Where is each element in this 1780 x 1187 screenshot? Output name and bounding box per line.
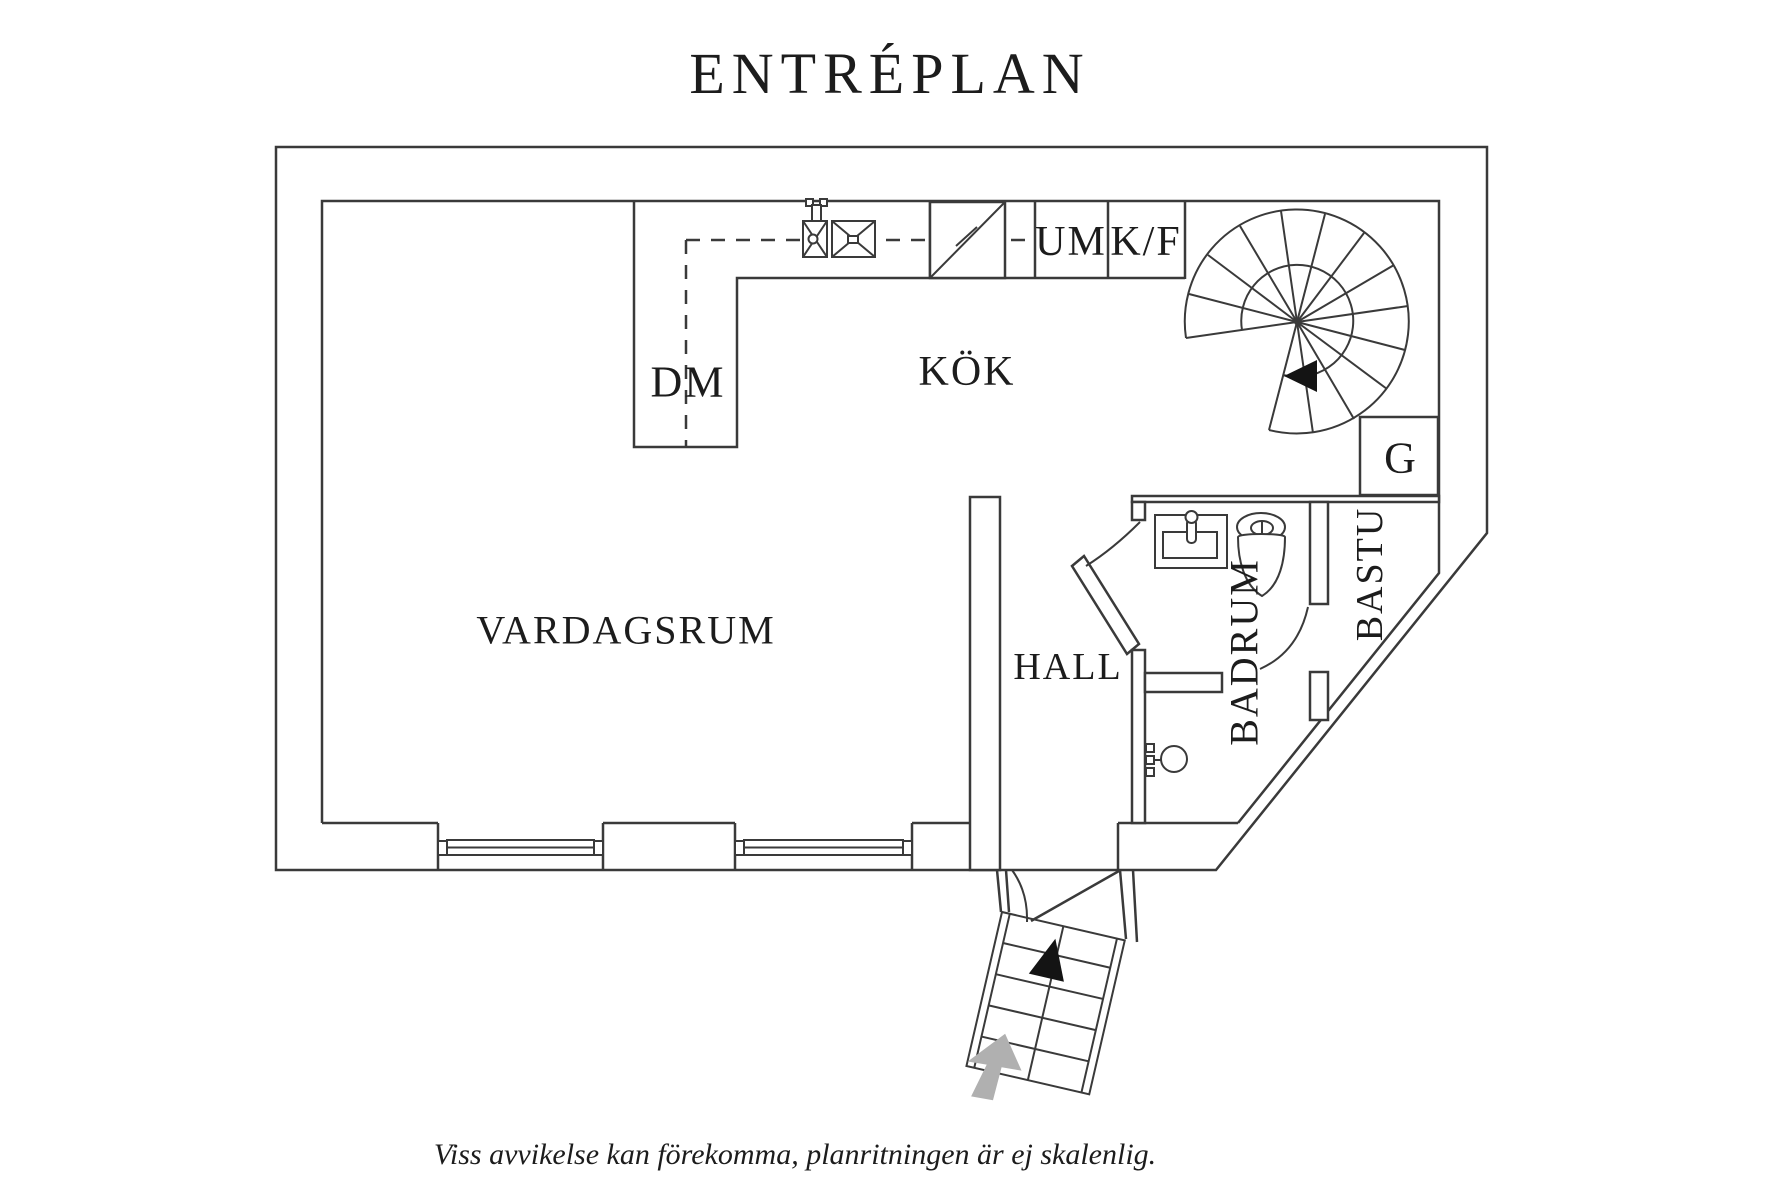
sauna-wall-lower: [1308, 670, 1330, 722]
page-title: ENTRÉPLAN: [689, 41, 1091, 106]
window-left: [437, 839, 604, 856]
label-dishwasher: DM: [651, 358, 726, 407]
window-right: [734, 839, 913, 856]
label-bathroom: BADRUM: [1222, 558, 1267, 746]
room-labels: VARDAGSRUM KÖK DM UM K/F G HALL BADRUM B…: [476, 219, 1418, 746]
shower-partition-wall: [1143, 671, 1224, 694]
label-fridge-freezer: K/F: [1110, 219, 1181, 265]
interior-walls: [968, 494, 1441, 872]
label-washing-machine: UM: [1035, 219, 1107, 265]
toilet-icon: [1236, 512, 1287, 598]
sauna-door-arc: [1259, 606, 1309, 670]
washbasin-icon: [1154, 510, 1228, 569]
entrance-direction-arrow: [967, 1033, 1022, 1101]
bathroom-left-wall: [1130, 648, 1147, 825]
disclaimer-text: Viss avvikelse kan förekomma, planritnin…: [433, 1138, 1157, 1171]
label-kitchen: KÖK: [919, 349, 1016, 395]
label-sauna: BASTU: [1349, 507, 1391, 642]
spiral-direction-arrow: [1284, 360, 1317, 392]
spiral-staircase-icon: [1183, 208, 1410, 435]
stairs-up-arrow: [1028, 938, 1064, 982]
bathroom-top-wall: [1130, 494, 1441, 504]
wardrobe-box: [1358, 415, 1440, 497]
hall-slanted-wall: [1070, 554, 1141, 656]
kitchen-sink-icon: [802, 198, 876, 258]
bathroom-door-jamb: [1130, 500, 1147, 522]
hall-left-wall: [968, 495, 1002, 872]
shower-icon: [1145, 743, 1188, 777]
bathroom-door-arc: [1085, 521, 1141, 567]
entrance-porch: [995, 869, 1139, 943]
label-wardrobe: G: [1384, 434, 1418, 483]
label-hall: HALL: [1013, 646, 1122, 688]
spiral-steps: [1185, 210, 1409, 434]
sauna-wall-upper: [1308, 500, 1330, 606]
label-living-room: VARDAGSRUM: [476, 608, 775, 653]
stove-icon: [928, 200, 1007, 280]
entrance-stairs: [965, 910, 1126, 1096]
outer-walls: [274, 145, 1489, 872]
